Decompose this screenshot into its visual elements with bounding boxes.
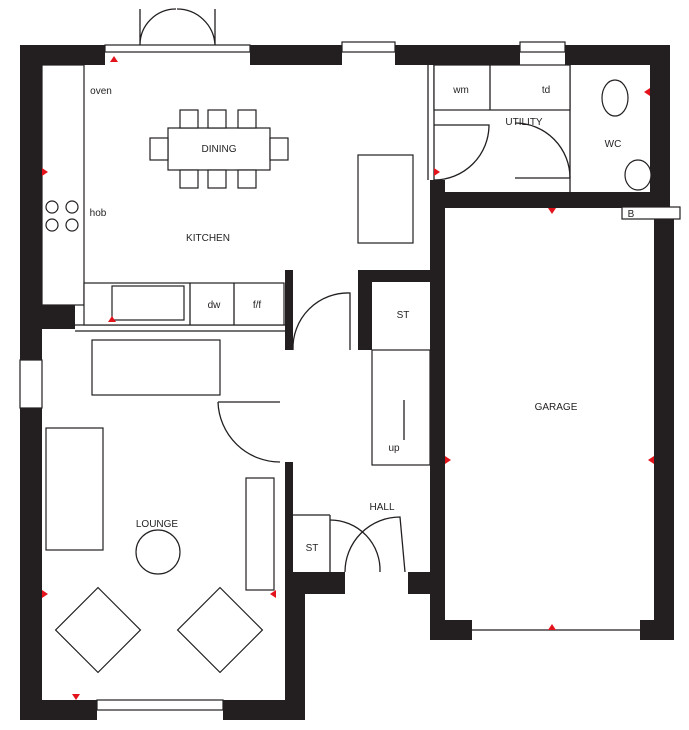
label-wm: wm — [452, 85, 469, 96]
label-lounge: LOUNGE — [136, 519, 179, 530]
label-dw: dw — [208, 300, 222, 311]
label-wc: WC — [605, 139, 622, 150]
label-hall: HALL — [369, 502, 394, 513]
label-kitchen: KITCHEN — [186, 233, 230, 244]
label-dining: DINING — [202, 144, 237, 155]
label-oven: oven — [90, 86, 112, 97]
label-up: up — [388, 443, 400, 454]
label-hob: hob — [90, 208, 107, 219]
furniture — [41, 64, 681, 674]
label-td: td — [542, 85, 550, 96]
label-st-lower: ST — [306, 543, 319, 554]
socket-markers — [42, 56, 654, 700]
room-labels: oven DINING hob KITCHEN dw f/f wm td UTI… — [90, 85, 635, 554]
label-st-upper: ST — [397, 310, 410, 321]
walls — [20, 45, 674, 720]
windows-and-doors — [19, 8, 640, 711]
label-ff: f/f — [253, 300, 262, 311]
label-utility: UTILITY — [505, 117, 543, 128]
label-garage: GARAGE — [535, 402, 578, 413]
label-boiler: B — [628, 209, 635, 220]
